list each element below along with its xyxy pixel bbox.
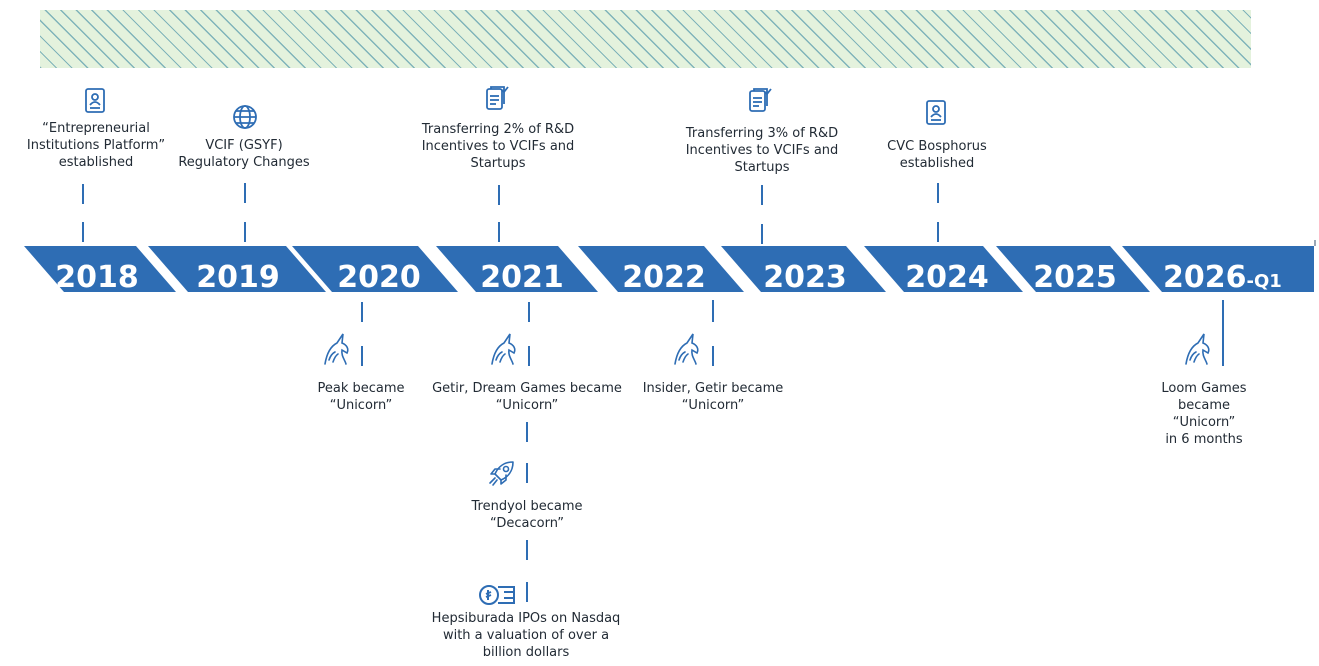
event-connector xyxy=(712,346,714,366)
event-label: Peak became “Unicorn” xyxy=(317,381,405,413)
event-label: Transferring 2% of R&D Incentives to VCI… xyxy=(421,122,575,171)
event-connector xyxy=(937,222,939,242)
event-connector xyxy=(528,302,530,322)
event-connector xyxy=(712,300,714,322)
year-segment-2019 xyxy=(148,246,326,292)
event-connector xyxy=(498,222,500,242)
globe-icon xyxy=(231,103,259,135)
year-label: 2021 xyxy=(480,260,564,294)
event-label: Hepsiburada IPOs on Nasdaq with a valuat… xyxy=(431,611,621,660)
document-person-icon xyxy=(83,87,109,119)
rocket-icon xyxy=(487,458,517,492)
event-connector xyxy=(244,183,246,203)
year-band: 2018 2019 2020 2021 2022 2023 2024 2025 … xyxy=(24,246,1314,294)
unicorn-icon xyxy=(319,330,355,370)
event-label: Loom Games became “Unicorn” in 6 months xyxy=(1161,381,1247,447)
year-label: 2019 xyxy=(196,260,280,294)
edge-marker xyxy=(1314,240,1316,246)
year-segment-2025 xyxy=(996,246,1150,292)
event-connector xyxy=(528,346,530,366)
year-label: 2022 xyxy=(622,260,706,294)
event-label: Insider, Getir became “Unicorn” xyxy=(642,381,784,413)
year-segment-2020 xyxy=(292,246,458,292)
year-segment-2022 xyxy=(578,246,744,292)
document-check-icon xyxy=(746,86,774,118)
event-connector xyxy=(761,224,763,244)
event-connector xyxy=(526,540,528,560)
year-label: 2023 xyxy=(763,260,847,294)
year-label: 2026 xyxy=(1163,260,1247,294)
event-connector xyxy=(361,346,363,366)
year-label: 2024 xyxy=(905,260,989,294)
year-segment-2026 xyxy=(1122,246,1314,292)
quarter-suffix: -Q1 xyxy=(1247,271,1282,292)
year-label-last: 2026-Q1 xyxy=(1163,260,1282,294)
document-check-icon xyxy=(483,84,511,116)
event-label: Getir, Dream Games became “Unicorn” xyxy=(432,381,622,413)
year-label: 2018 xyxy=(55,260,139,294)
event-connector xyxy=(244,222,246,242)
event-label: CVC Bosphorus established xyxy=(887,139,987,171)
event-connector xyxy=(82,184,84,204)
coin-bills-icon xyxy=(478,583,518,611)
year-label: 2020 xyxy=(337,260,421,294)
event-connector xyxy=(361,302,363,322)
unicorn-icon xyxy=(1180,330,1216,370)
event-connector xyxy=(498,185,500,205)
event-connector xyxy=(526,463,528,483)
event-connector xyxy=(526,422,528,442)
unicorn-icon xyxy=(669,330,705,370)
event-connector xyxy=(82,222,84,242)
year-segment-2021 xyxy=(436,246,598,292)
hatched-banner xyxy=(40,10,1251,68)
event-label: “Entrepreneurial Institutions Platform” … xyxy=(26,121,166,170)
year-segment-2023 xyxy=(721,246,886,292)
event-label: VCIF (GSYF) Regulatory Changes xyxy=(178,138,310,170)
event-connector xyxy=(761,185,763,205)
year-label: 2025 xyxy=(1033,260,1117,294)
document-person-icon xyxy=(924,99,950,131)
year-segment-2018 xyxy=(24,246,176,292)
event-connector xyxy=(937,183,939,203)
year-segment-2024 xyxy=(864,246,1023,292)
event-label: Transferring 3% of R&D Incentives to VCI… xyxy=(685,126,839,175)
event-connector xyxy=(1222,300,1224,366)
event-label: Trendyol became “Decacorn” xyxy=(471,499,583,531)
unicorn-icon xyxy=(486,330,522,370)
event-connector xyxy=(526,582,528,602)
